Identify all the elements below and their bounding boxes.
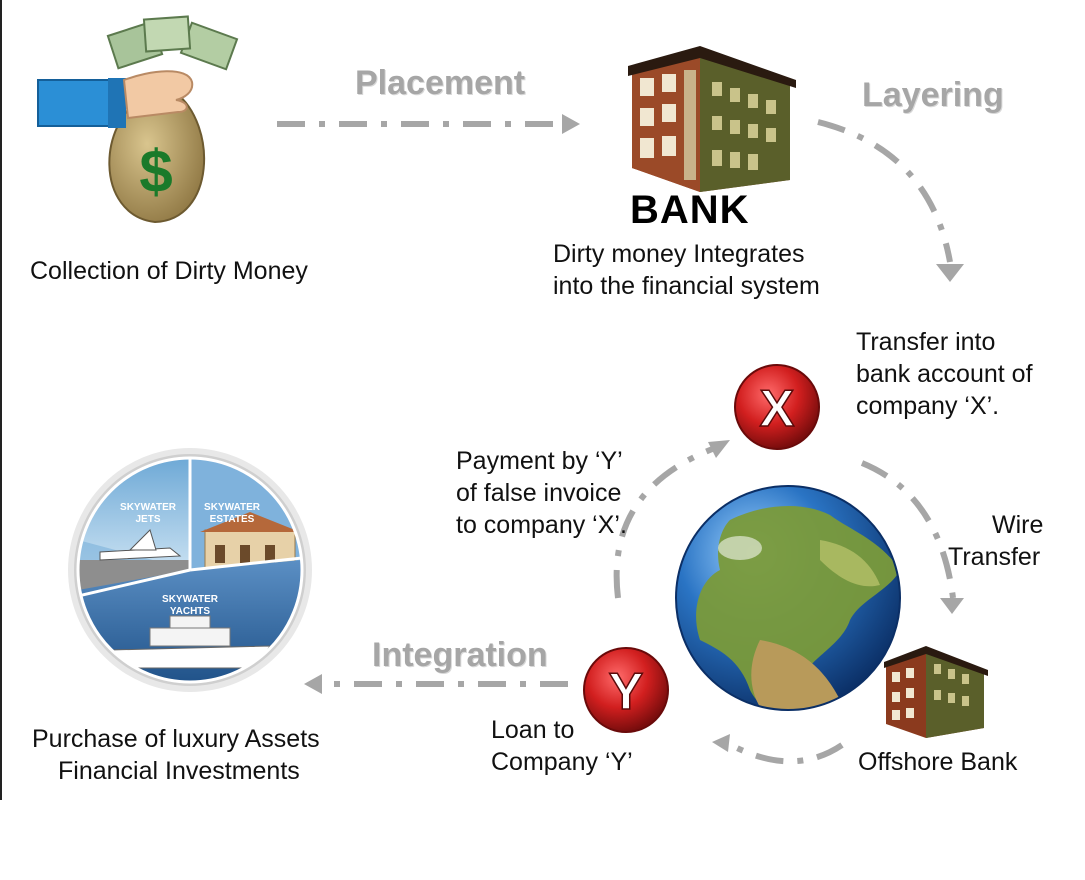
wire-label-line2: Transfer <box>948 543 1041 571</box>
transfer-label-line1: Transfer into <box>856 328 996 356</box>
company-x-letter: X <box>760 380 795 438</box>
offshore-arrowhead <box>712 734 730 752</box>
yachts-line1: SKYWATER <box>162 594 219 605</box>
estates-line1: SKYWATER <box>204 502 261 513</box>
placement-arrowhead <box>562 114 580 134</box>
integration-stage-label: Integration <box>372 636 548 674</box>
collection-label: Collection of Dirty Money <box>30 257 308 285</box>
bank-label-line2: into the financial system <box>553 272 820 300</box>
offshore-to-y-arrow <box>720 737 844 765</box>
payment-label-line3: to company ‘X’. <box>456 511 627 539</box>
offshore-label: Offshore Bank <box>858 748 1018 776</box>
left-border-line <box>0 0 2 800</box>
wire-transfer-arrow <box>860 460 956 599</box>
jets-line1: SKYWATER <box>120 502 177 513</box>
transfer-label-line2: bank account of <box>856 360 1033 388</box>
bank-label-line1: Dirty money Integrates <box>553 240 805 268</box>
payment-arrowhead <box>708 440 730 458</box>
loan-label-line1: Loan to <box>491 716 575 744</box>
layering-arrowhead <box>936 264 964 282</box>
payment-label-line2: of false invoice <box>456 479 622 507</box>
integration-arrowhead <box>304 674 322 694</box>
offshore-bank-icon <box>884 646 988 738</box>
wire-label-line1: Wire <box>992 511 1044 539</box>
assets-label-line2: Financial Investments <box>58 757 300 785</box>
transfer-label-line3: company ‘X’. <box>856 392 1000 420</box>
layering-arrow <box>817 119 953 263</box>
company-y-letter: Y <box>609 663 644 721</box>
globe-icon <box>675 485 901 711</box>
wire-arrowhead <box>940 598 964 614</box>
estates-line2: ESTATES <box>210 514 255 525</box>
loan-label-line2: Company ‘Y’ <box>491 748 633 776</box>
bank-sign: BANK <box>630 188 750 232</box>
assets-label-line1: Purchase of luxury Assets <box>32 725 320 753</box>
placement-stage-label: Placement <box>355 64 526 102</box>
layering-stage-label: Layering <box>862 76 1004 114</box>
luxury-assets-icon: SKYWATER JETS SKYWATER ESTATES SKYWATER … <box>68 448 312 692</box>
payment-arrow <box>613 445 717 599</box>
payment-label-line1: Payment by ‘Y’ <box>456 447 623 475</box>
dollar-sign: $ <box>139 138 172 205</box>
company-x-badge-icon: X <box>734 364 820 450</box>
bank-building-icon <box>628 46 796 192</box>
yachts-line2: YACHTS <box>170 606 211 617</box>
money-bag-icon: $ <box>37 15 239 224</box>
company-y-badge-icon: Y <box>583 647 669 733</box>
jets-line2: JETS <box>135 514 160 525</box>
